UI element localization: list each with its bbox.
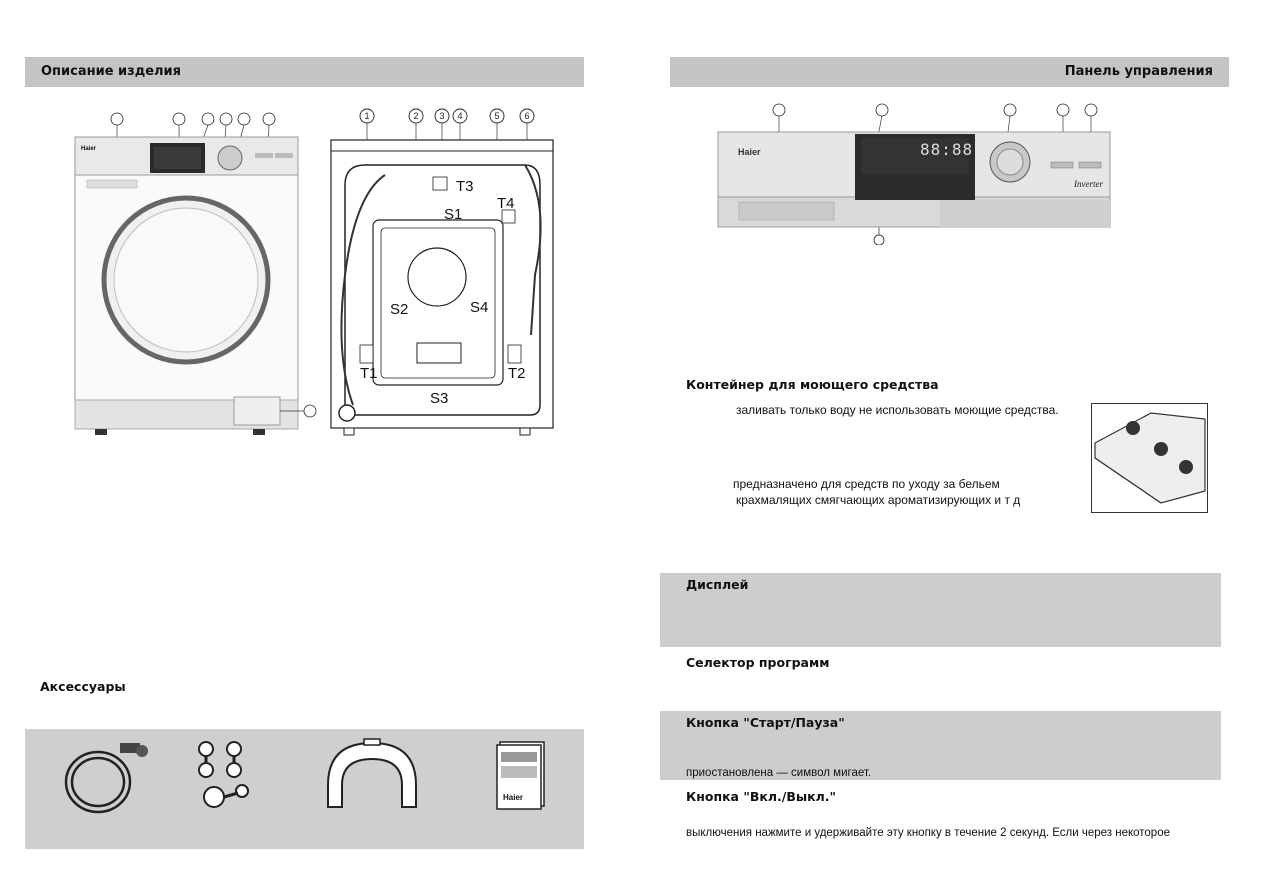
accessories-title: Аксессуары <box>40 679 126 694</box>
front-brand-label: Haier <box>81 146 97 152</box>
rear-callout-3: 3 <box>439 111 444 121</box>
detergent-line-3: крахмалящих смягчающих ароматизирующих и… <box>736 493 1021 507</box>
display-title: Дисплей <box>686 577 749 592</box>
power-button-title: Кнопка "Вкл./Выкл." <box>686 789 837 804</box>
washer-rear-illustration: 1 2 3 4 5 6 T1 T2 T3 T4 S1 S2 S3 S4 <box>330 108 554 436</box>
accessories-band <box>25 729 584 849</box>
label-t3: T3 <box>456 178 474 195</box>
manual-brand-label: Haier <box>503 793 524 802</box>
display-band <box>660 573 1221 647</box>
detergent-title: Контейнер для моющего средства <box>686 377 939 392</box>
right-section-header: Панель управления <box>670 57 1229 87</box>
rear-callout-2: 2 <box>413 111 418 121</box>
detergent-line-2: предназначено для средств по уходу за бе… <box>733 477 1000 491</box>
hose-bracket-icon <box>327 738 417 808</box>
start-pause-title: Кнопка "Старт/Пауза" <box>686 715 845 730</box>
inlet-hose-icon <box>64 743 148 814</box>
rear-callout-1: 1 <box>364 111 369 121</box>
label-t2: T2 <box>508 365 526 382</box>
transport-plugs-icon <box>198 741 249 808</box>
control-panel-illustration <box>717 103 1111 245</box>
panel-brand-label: Haier <box>738 147 761 157</box>
label-t4: T4 <box>497 195 515 212</box>
start-pause-band <box>660 711 1221 780</box>
label-s1: S1 <box>444 206 462 223</box>
label-s4: S4 <box>470 299 488 316</box>
power-button-text: выключения нажмите и удерживайте эту кно… <box>686 827 1170 839</box>
label-s3: S3 <box>430 390 448 407</box>
rear-callout-5: 5 <box>494 111 499 121</box>
panel-display-digits: 88:88 <box>920 140 974 159</box>
user-manual-icon <box>496 741 545 810</box>
label-s2: S2 <box>390 301 408 318</box>
label-t1: T1 <box>360 365 378 382</box>
detergent-drawer-illustration <box>1091 403 1208 513</box>
rear-callout-4: 4 <box>457 111 462 121</box>
left-section-header: Описание изделия <box>25 57 584 87</box>
washer-front-illustration <box>74 112 317 435</box>
start-pause-text: приостановлена — символ мигает. <box>686 767 872 779</box>
inverter-label: Inverter <box>1074 179 1103 189</box>
rear-callout-6: 6 <box>524 111 529 121</box>
program-selector-title: Селектор программ <box>686 655 830 670</box>
detergent-line-1: заливать только воду не использовать мою… <box>736 403 1059 417</box>
